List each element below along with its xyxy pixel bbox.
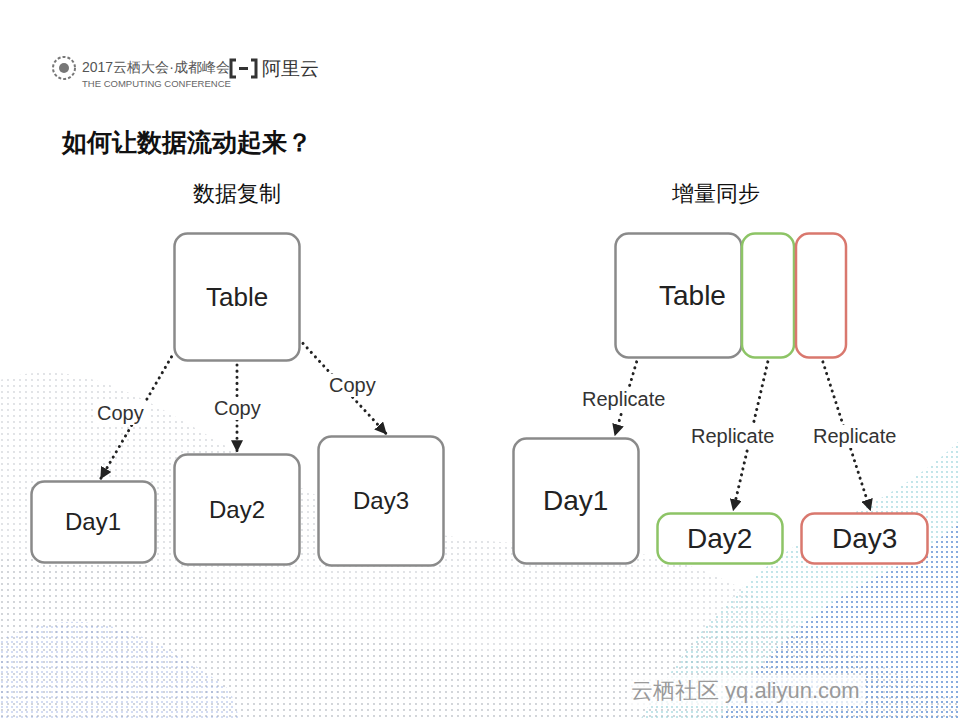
table-box: Day1: [512, 437, 640, 565]
node-label: Day1: [543, 485, 608, 517]
box-outline: [614, 232, 848, 359]
table-segment: [742, 234, 794, 358]
box-border: [802, 514, 928, 564]
wave-band: [0, 372, 960, 720]
table-box: Day3: [317, 435, 445, 567]
table-box: Day3: [800, 512, 929, 565]
edge-label: Replicate: [688, 425, 777, 448]
edge-label: Replicate: [579, 388, 668, 411]
section-heading: 增量同步: [672, 179, 760, 209]
watermark: 云栖社区 yq.aliyun.com: [628, 676, 863, 706]
wave-band: [0, 622, 240, 720]
node-label: Day1: [65, 508, 121, 536]
conference-name: 2017云栖大会·成都峰会: [82, 59, 230, 77]
segmented-table-box: Table: [614, 232, 848, 359]
table-segment: [616, 234, 742, 358]
box-border: [175, 455, 300, 565]
brand-name: 阿里云: [262, 56, 319, 82]
slide-title: 如何让数据流动起来？: [62, 126, 312, 159]
box-border: [658, 514, 783, 564]
conference-subtitle: THE COMPUTING CONFERENCE: [82, 78, 231, 89]
node-label: Day3: [832, 523, 897, 555]
box-border: [319, 437, 444, 566]
node-label: Day2: [687, 523, 752, 555]
box-border: [32, 482, 156, 563]
node-label: Table: [659, 280, 726, 312]
edge-label: Replicate: [810, 425, 899, 448]
node-label: Table: [206, 282, 268, 313]
aliyun-logo: [231, 60, 256, 77]
conference-logo: [53, 57, 75, 79]
edge-label: Copy: [326, 374, 379, 397]
edge-label: Copy: [94, 402, 147, 425]
node-label: Day2: [209, 496, 265, 524]
node-label: Day3: [353, 487, 409, 515]
edge-label: Copy: [211, 397, 264, 420]
table-box: Day2: [173, 453, 301, 566]
table-segment: [796, 234, 846, 358]
table-box: Table: [173, 232, 301, 362]
table-box: Day2: [656, 512, 784, 565]
dotted-arrow: [303, 343, 386, 433]
box-border: [175, 234, 300, 361]
table-box: Day1: [30, 480, 157, 564]
section-heading: 数据复制: [193, 179, 281, 209]
box-border: [514, 439, 639, 564]
